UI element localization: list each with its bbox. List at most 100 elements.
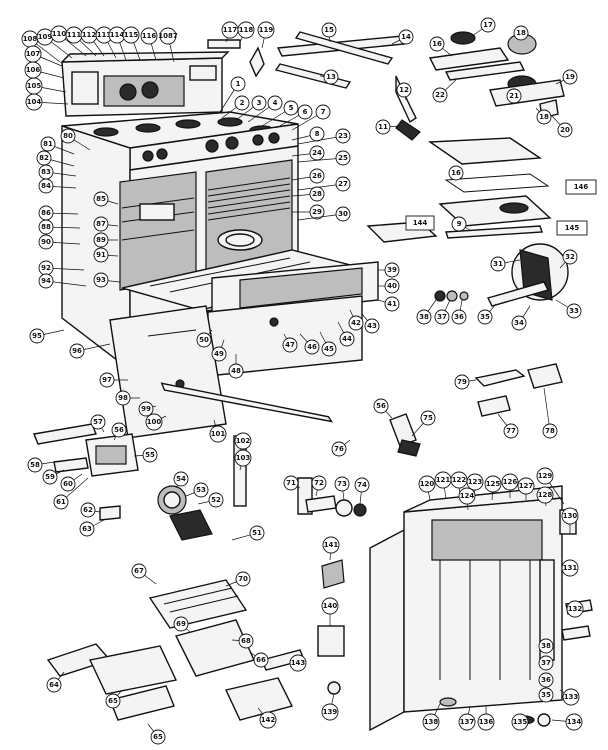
callout-marker-52 [208, 492, 224, 508]
callout-marker-45 [321, 341, 337, 357]
callout-marker-15 [321, 22, 337, 38]
callout-number-26: 26 [312, 172, 322, 180]
callout-number-139: 139 [323, 708, 338, 716]
callout-number-1087: 1087 [158, 32, 178, 40]
callout-number-135: 135 [513, 718, 528, 726]
callout-number-38: 38 [419, 313, 429, 321]
callout-number-115: 115 [124, 31, 139, 39]
callout-marker-36 [538, 672, 554, 688]
callout-marker-46 [304, 339, 320, 355]
callout-marker-58 [27, 457, 43, 473]
callout-number-118: 118 [239, 26, 254, 34]
callout-marker-124 [458, 487, 476, 505]
callout-marker-49 [211, 346, 227, 362]
callout-number-65: 65 [108, 697, 118, 705]
rear-cabinet [369, 485, 593, 732]
callout-number-35: 35 [480, 313, 490, 321]
callout-number-16: 16 [451, 169, 461, 177]
callout-number-36: 36 [454, 313, 464, 321]
callout-marker-16 [448, 165, 464, 181]
callout-number-100: 100 [147, 418, 162, 426]
callout-marker-31 [490, 256, 506, 272]
callout-number-86: 86 [41, 209, 51, 217]
callout-marker-80 [60, 128, 76, 144]
callout-marker-69 [173, 616, 189, 632]
callout-marker-120 [418, 475, 436, 493]
callout-marker-56 [111, 422, 127, 438]
callout-number-56: 56 [114, 426, 124, 434]
callout-number-88: 88 [41, 223, 51, 231]
callout-marker-40 [384, 278, 400, 294]
callout-marker-6 [297, 104, 313, 120]
callout-number-16: 16 [432, 40, 442, 48]
callout-marker-78 [542, 423, 558, 439]
callout-marker-138 [422, 713, 440, 731]
callout-marker-133 [562, 688, 580, 706]
callout-marker-42 [348, 315, 364, 331]
callout-marker-70 [235, 571, 251, 587]
callout-number-42: 42 [351, 319, 361, 327]
callout-number-46: 46 [307, 343, 317, 351]
callout-number-77: 77 [506, 427, 516, 435]
callout-number-84: 84 [41, 182, 51, 190]
callout-number-59: 59 [45, 473, 55, 481]
callout-marker-12 [396, 82, 412, 98]
callout-marker-37 [538, 655, 554, 671]
callout-marker-81 [40, 136, 56, 152]
callout-marker-87 [93, 216, 109, 232]
callout-marker-4 [267, 95, 283, 111]
callout-number-54: 54 [176, 475, 186, 483]
callout-number-37: 37 [541, 659, 551, 667]
callout-number-1: 1 [236, 80, 241, 88]
callout-number-107: 107 [26, 50, 41, 58]
callout-marker-96 [69, 343, 85, 359]
callout-number-24: 24 [312, 149, 322, 157]
callout-marker-98 [115, 390, 131, 406]
callout-number-37: 37 [437, 313, 447, 321]
callout-marker-28 [309, 186, 325, 202]
callout-marker-20 [557, 122, 573, 138]
igniter-parts [160, 363, 563, 457]
callout-marker-99 [138, 401, 154, 417]
callout-marker-5 [283, 100, 299, 116]
callout-marker-65 [150, 729, 166, 745]
callout-marker-23 [335, 128, 351, 144]
callout-number-28: 28 [312, 190, 322, 198]
callout-number-51: 51 [252, 529, 262, 537]
callout-marker-101 [209, 425, 227, 443]
callout-marker-135 [511, 713, 529, 731]
callout-number-127: 127 [519, 482, 534, 490]
callout-number-65: 65 [153, 733, 163, 741]
callout-marker-100 [145, 413, 163, 431]
callout-number-20: 20 [560, 126, 570, 134]
callout-marker-13 [323, 69, 339, 85]
callout-number-126: 126 [503, 478, 518, 486]
callout-marker-93 [93, 272, 109, 288]
callout-marker-22 [432, 87, 448, 103]
callout-number-4: 4 [273, 99, 278, 107]
callout-number-72: 72 [314, 479, 324, 487]
callout-marker-53 [193, 482, 209, 498]
callout-marker-16 [429, 36, 445, 52]
callout-marker-57 [90, 414, 106, 430]
callout-number-78: 78 [545, 427, 555, 435]
callout-number-38: 38 [541, 642, 551, 650]
callout-marker-65 [105, 693, 121, 709]
callout-number-82: 82 [39, 154, 49, 162]
callout-marker-116 [140, 27, 158, 45]
callout-marker-38 [416, 309, 432, 325]
callout-marker-48 [228, 363, 244, 379]
callout-marker-64 [46, 677, 62, 693]
callout-marker-18 [536, 109, 552, 125]
callout-marker-14 [398, 29, 414, 45]
callout-marker-38 [538, 638, 554, 654]
callout-number-64: 64 [49, 681, 59, 689]
callout-marker-128 [536, 486, 554, 504]
callout-number-119: 119 [259, 26, 274, 34]
callout-number-142: 142 [261, 716, 276, 724]
callout-number-131: 131 [563, 564, 578, 572]
callout-number-50: 50 [199, 336, 209, 344]
callout-number-90: 90 [41, 238, 51, 246]
callout-number-99: 99 [141, 405, 151, 413]
callout-number-111: 111 [67, 31, 82, 39]
